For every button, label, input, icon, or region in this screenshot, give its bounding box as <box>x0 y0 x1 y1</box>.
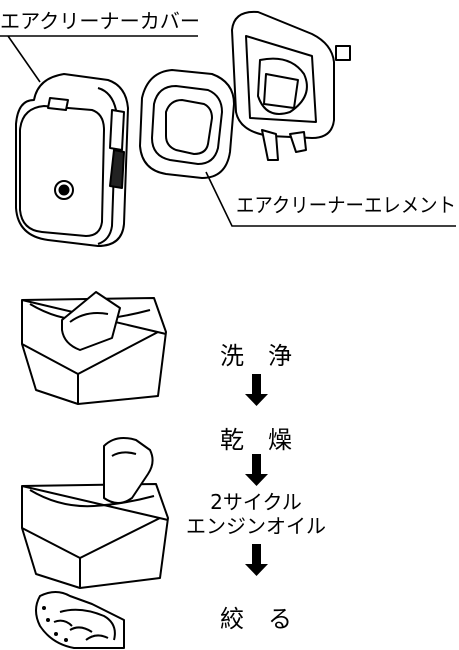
air-cleaner-element-illustration <box>139 69 235 179</box>
step-dry-text: 乾 燥 <box>220 426 292 454</box>
arrow-down-icon <box>245 374 268 406</box>
air-cleaner-cover-illustration <box>15 73 129 247</box>
step-wash-text: 洗 浄 <box>220 342 292 370</box>
step-oil-text-line-2: エンジンオイル <box>186 514 326 538</box>
air-cleaner-cover-callout: エアクリーナーカバー <box>0 9 200 83</box>
step-oil-text-line-1: 2サイクル <box>210 490 302 514</box>
oil-tray-illustration <box>21 437 169 589</box>
arrow-down-icon <box>245 454 268 486</box>
air-cleaner-element-label: エアクリーナーエレメント <box>236 193 456 217</box>
arrow-down-icon <box>245 544 268 576</box>
air-cleaner-base-illustration <box>231 10 351 161</box>
hand-squeezing-sponge-illustration <box>35 591 125 649</box>
air-cleaner-element-callout: エアクリーナーエレメント <box>205 171 456 227</box>
step-squeeze-text: 絞 る <box>220 605 292 633</box>
washing-tray-illustration <box>21 291 167 405</box>
air-cleaner-cover-label: エアクリーナーカバー <box>0 9 200 33</box>
